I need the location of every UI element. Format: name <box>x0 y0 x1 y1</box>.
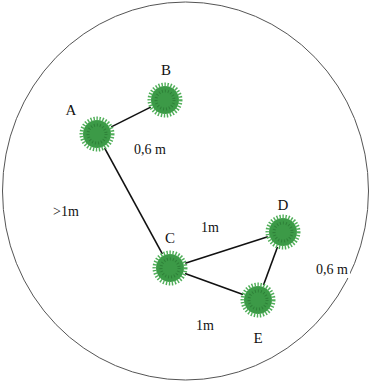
distance-line <box>111 107 150 127</box>
distance-line <box>264 247 278 285</box>
plant-node: E <box>240 282 276 318</box>
plant-node: A <box>79 116 115 152</box>
boundary-outline <box>3 2 369 380</box>
distance-line <box>185 237 268 263</box>
plant-node: C <box>152 250 188 286</box>
distance-label: 1m <box>194 318 216 334</box>
plant-node: D <box>265 214 301 250</box>
distance-label: 0,6 m <box>314 262 350 278</box>
plant-blob <box>147 82 183 118</box>
plant-letter: B <box>161 63 171 78</box>
plant-node: B <box>147 82 183 118</box>
plant-letter: A <box>66 103 77 118</box>
plant-blob <box>265 214 301 250</box>
distance-line <box>185 273 243 294</box>
plant-letter: D <box>278 198 289 213</box>
distance-label: 0,6 m <box>132 142 168 158</box>
distance-label: 1m <box>199 220 221 236</box>
plant-letter: E <box>253 331 262 346</box>
plant-letter: C <box>165 231 175 246</box>
distance-line <box>105 148 163 254</box>
distance-label: >1m <box>51 204 81 220</box>
plant-blob <box>79 116 115 152</box>
plant-blob <box>240 282 276 318</box>
plant-blob <box>152 250 188 286</box>
